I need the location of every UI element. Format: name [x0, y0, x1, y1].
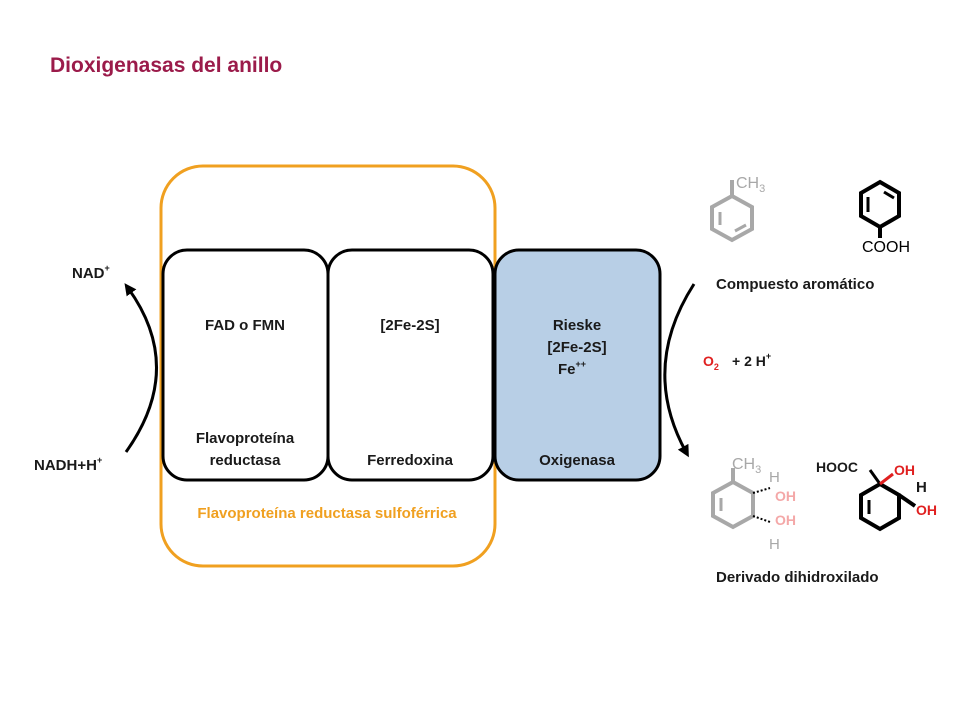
dihydrodiol-oh-2: OH — [775, 512, 796, 528]
box3-name: Oxigenasa — [539, 452, 616, 469]
benzoate-h: H — [916, 479, 927, 496]
toluene-structure: CH3 — [710, 175, 765, 243]
box1-name-line1: Flavoproteína — [196, 430, 295, 447]
oxygen-label: O2 — [703, 353, 719, 372]
box3-cofactor-line2: [2Fe-2S] — [547, 339, 606, 356]
box3-cofactor-line1: Rieske — [553, 317, 601, 334]
benzoate-oh-top: OH — [894, 462, 915, 478]
benzoate-hooc: HOOC — [816, 459, 858, 475]
box1-cofactor: FAD o FMN — [205, 317, 285, 334]
dihydrodiol-oh-1: OH — [775, 488, 796, 504]
dihydrodiol-h-bottom: H — [769, 536, 780, 553]
page-title: Dioxigenasas del anillo — [50, 54, 282, 77]
box3-cofactor-line3: Fe++ — [558, 359, 586, 378]
nadh-to-nad-arrow — [124, 283, 158, 453]
benzoate-dihydrodiol-structure: HOOC OH H OH — [816, 459, 937, 532]
protons-label: + 2 H+ — [732, 351, 771, 369]
substrate-label: Compuesto aromático — [716, 276, 874, 293]
benzoic-cooh: COOH — [862, 239, 910, 256]
toluene-ch3: CH3 — [736, 175, 765, 195]
box2-cofactor: [2Fe-2S] — [380, 317, 439, 334]
toluene-dihydrodiol-structure: CH3 H OH OH H — [711, 456, 796, 553]
dihydrodiol-h-top: H — [769, 469, 780, 486]
substrate-to-product-arrow — [663, 283, 696, 458]
benzoic-acid-structure: COOH — [859, 179, 910, 256]
box1-name-line2: reductasa — [210, 452, 282, 469]
box2-name: Ferredoxina — [367, 452, 454, 469]
nad-label: NAD+ — [72, 263, 110, 282]
dihydrodiol-ch3: CH3 — [732, 456, 761, 476]
group-label: Flavoproteína reductasa sulfoférrica — [197, 505, 457, 522]
box-ferredoxin — [326, 248, 495, 482]
box-oxygenase — [493, 248, 662, 482]
product-label: Derivado dihidroxilado — [716, 569, 879, 586]
benzoate-oh-bottom: OH — [916, 502, 937, 518]
nadh-label: NADH+H+ — [34, 455, 102, 474]
